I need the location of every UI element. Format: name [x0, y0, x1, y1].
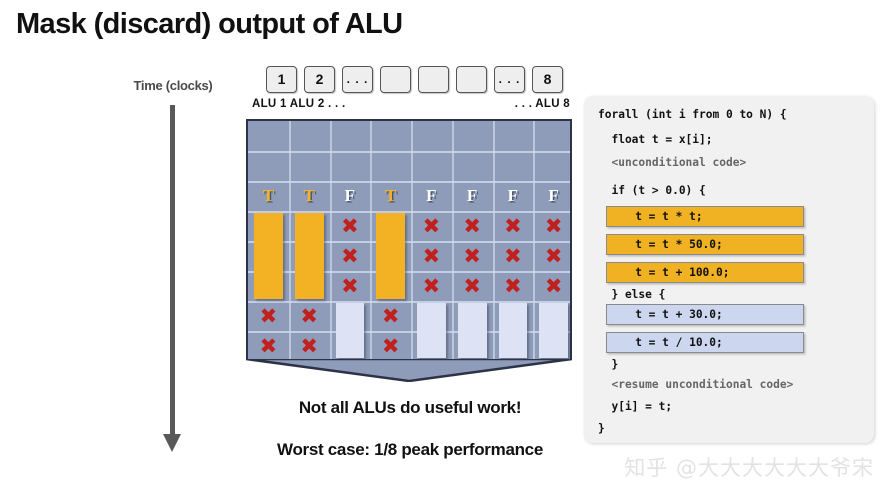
masked-lane-x-icon: ✖ [504, 274, 522, 298]
code-line: float t = x[i]; [598, 133, 713, 146]
down-arrow-icon [163, 434, 181, 452]
time-arrow-shaft [170, 105, 175, 436]
code-statement-highlight: t = t * 50.0; [606, 234, 804, 255]
masked-lane-x-icon: ✖ [463, 244, 481, 268]
alu-box-6 [456, 66, 487, 93]
code-line: <resume unconditional code> [598, 378, 794, 391]
grid-col-line [288, 121, 291, 359]
masked-lane-x-icon: ✖ [463, 214, 481, 238]
code-statement-highlight: t = t + 100.0; [606, 262, 804, 283]
grid-row-line [248, 331, 570, 333]
masked-lane-x-icon: ✖ [259, 334, 278, 358]
time-axis-label: Time (clocks) [133, 78, 213, 93]
grid-row-line [248, 241, 570, 243]
else-branch-block-col-8 [539, 303, 568, 358]
masked-lane-x-icon: ✖ [341, 274, 359, 298]
grid-col-line [492, 121, 495, 359]
grid-col-line [329, 121, 332, 359]
masked-lane-x-icon: ✖ [341, 244, 359, 268]
code-line: } [598, 358, 619, 371]
alu-labels: ALU 1 ALU 2 . . . . . . ALU 8 [252, 98, 572, 114]
condition-cell-2: T [303, 186, 315, 205]
code-line: if (t > 0.0) { [598, 184, 706, 197]
alu-box-2: 2 [304, 66, 335, 93]
if-branch-block-col-1 [254, 213, 283, 299]
else-branch-block-col-3 [335, 303, 365, 358]
masked-lane-x-icon: ✖ [544, 214, 563, 238]
alu-box-1: 1 [266, 66, 297, 93]
masked-lane-x-icon: ✖ [504, 244, 522, 268]
alu-box-3: . . . [342, 66, 373, 93]
masked-lane-x-icon: ✖ [504, 214, 522, 238]
condition-cell-7: F [507, 186, 519, 205]
grid-col-line [411, 121, 413, 359]
masked-lane-x-icon: ✖ [544, 244, 563, 268]
else-branch-block-col-5 [417, 303, 446, 358]
masked-lane-x-icon: ✖ [381, 334, 400, 358]
masked-lane-x-icon: ✖ [259, 304, 278, 328]
code-line: } else { [598, 288, 666, 301]
alu-label-left: ALU 1 ALU 2 . . . [252, 98, 346, 110]
grid-row-line [248, 181, 570, 183]
if-branch-block-col-4 [376, 213, 405, 299]
code-line: y[i] = t; [598, 400, 673, 413]
masked-lane-x-icon: ✖ [422, 274, 441, 298]
masked-lane-x-icon: ✖ [341, 214, 359, 238]
caption-not-all-alus: Not all ALUs do useful work! [298, 398, 522, 417]
condition-cell-3: F [344, 186, 356, 205]
time-axis: Time (clocks) [108, 78, 238, 463]
code-statement-highlight: t = t / 10.0; [606, 332, 804, 353]
alu-box-7: . . . [494, 66, 525, 93]
masked-lane-x-icon: ✖ [300, 304, 318, 328]
execution-grid-body: T T F T F F F F ✖ ✖ ✖ ✖ ✖ ✖ ✖ ✖ ✖ ✖ ✖ ✖ ✖ ✖ ✖ ✖ ✖ ✖ ✖ ✖ ✖ [246, 119, 572, 359]
alu-box-8: 8 [532, 66, 563, 93]
masked-lane-x-icon: ✖ [422, 244, 441, 268]
condition-cell-6: F [466, 186, 478, 205]
masked-lane-x-icon: ✖ [463, 274, 481, 298]
alu-box-5 [418, 66, 449, 93]
page-title: Mask (discard) output of ALU [16, 8, 403, 40]
masked-lane-x-icon: ✖ [381, 304, 400, 328]
grid-col-line [370, 121, 373, 359]
alu-label-right: . . . ALU 8 [514, 98, 570, 110]
code-statement-highlight: t = t + 30.0; [606, 304, 804, 325]
code-statement-highlight: t = t * t; [606, 206, 804, 227]
condition-cell-8: F [548, 186, 559, 205]
code-line: } [598, 422, 605, 435]
watermark: 知乎 @大大大大大大爷宋 [624, 456, 874, 480]
masked-lane-x-icon: ✖ [300, 334, 318, 358]
execution-grid: T T F T F F F F ✖ ✖ ✖ ✖ ✖ ✖ ✖ ✖ ✖ ✖ ✖ ✖ ✖ ✖ ✖ ✖ ✖ ✖ ✖ ✖ ✖ [246, 119, 572, 382]
grid-row-line [248, 301, 570, 303]
if-branch-block-col-2 [294, 213, 324, 299]
masked-lane-x-icon: ✖ [544, 274, 563, 298]
grid-col-line [451, 121, 454, 359]
else-branch-block-col-7 [498, 303, 528, 358]
grid-col-line [533, 121, 536, 359]
condition-cell-5: F [426, 186, 437, 205]
caption-worst-case: Worst case: 1/8 peak performance [277, 440, 543, 459]
alu-box-4 [380, 66, 411, 93]
execution-grid-chevron [246, 359, 572, 382]
code-line: forall (int i from 0 to N) { [598, 108, 787, 121]
grid-row-line [248, 211, 570, 213]
condition-cell-4: T [384, 186, 397, 205]
else-branch-block-col-6 [457, 303, 487, 358]
masked-lane-x-icon: ✖ [422, 214, 441, 238]
code-line: <unconditional code> [598, 156, 747, 169]
code-panel: forall (int i from 0 to N) { float t = x… [584, 96, 874, 443]
condition-cell-1: T [262, 186, 275, 205]
grid-row-line [248, 271, 570, 273]
grid-row-line [248, 151, 570, 153]
